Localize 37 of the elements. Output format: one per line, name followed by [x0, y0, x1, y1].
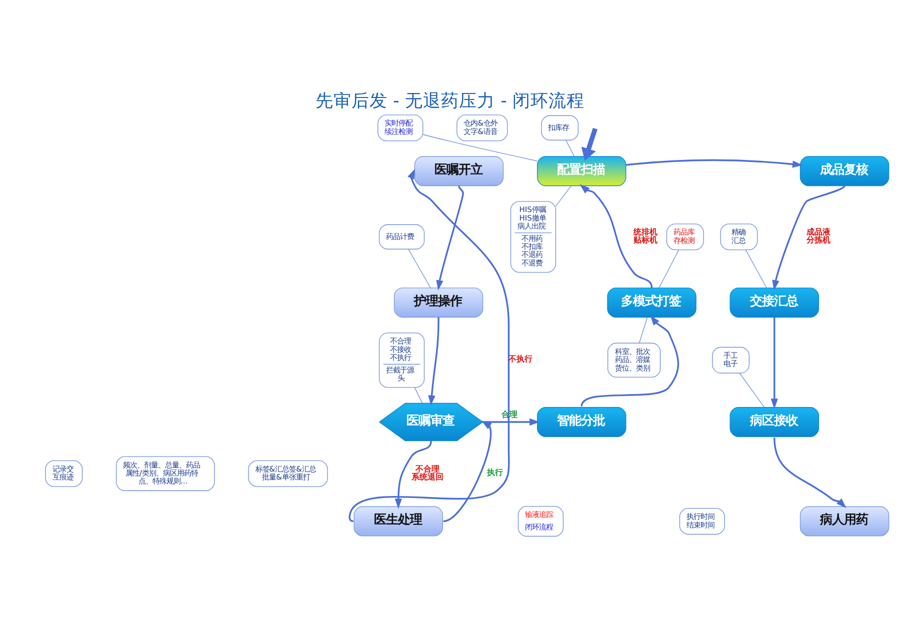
connector — [745, 249, 767, 288]
connector — [422, 134, 538, 161]
arrow — [436, 185, 464, 290]
edge-label: 统排机贴标机 — [633, 226, 658, 244]
arrow — [772, 184, 846, 290]
arrow — [428, 316, 440, 406]
arrow — [581, 127, 598, 160]
edge-label: 成品液分拣机 — [806, 226, 830, 244]
edge-label: 不合理系统退回 — [411, 462, 444, 481]
arrow — [394, 440, 432, 508]
node-box: 配置扫描 — [536, 156, 626, 186]
node-box: 多模式打签 — [607, 287, 696, 318]
arrow — [580, 184, 653, 288]
connector — [658, 249, 680, 288]
node-box: 护理操作 — [394, 287, 484, 318]
arrow — [626, 158, 803, 168]
connector — [566, 139, 575, 156]
node-box: 病人用药 — [800, 506, 890, 536]
node-box: 医嘱开立 — [414, 156, 504, 186]
arrow — [443, 420, 492, 522]
arrow — [348, 168, 510, 522]
edge-label: 执行 — [486, 466, 503, 477]
node-box: 医生处理 — [354, 506, 443, 536]
arrow — [580, 314, 680, 406]
connector — [408, 248, 431, 288]
node-box: 智能分批 — [536, 406, 626, 436]
arrow — [770, 316, 778, 408]
connector — [638, 316, 648, 343]
node-box: 成品复核 — [800, 156, 890, 186]
connector — [739, 372, 765, 408]
node-box: 病区接收 — [730, 406, 819, 436]
connector — [555, 184, 572, 206]
node-box: 交接汇总 — [730, 287, 819, 318]
arrow — [482, 418, 540, 426]
diagram-title: 先审后发 - 无退药压力 - 闭环流程 — [315, 91, 585, 112]
arrow — [774, 437, 846, 508]
connector — [414, 386, 423, 403]
